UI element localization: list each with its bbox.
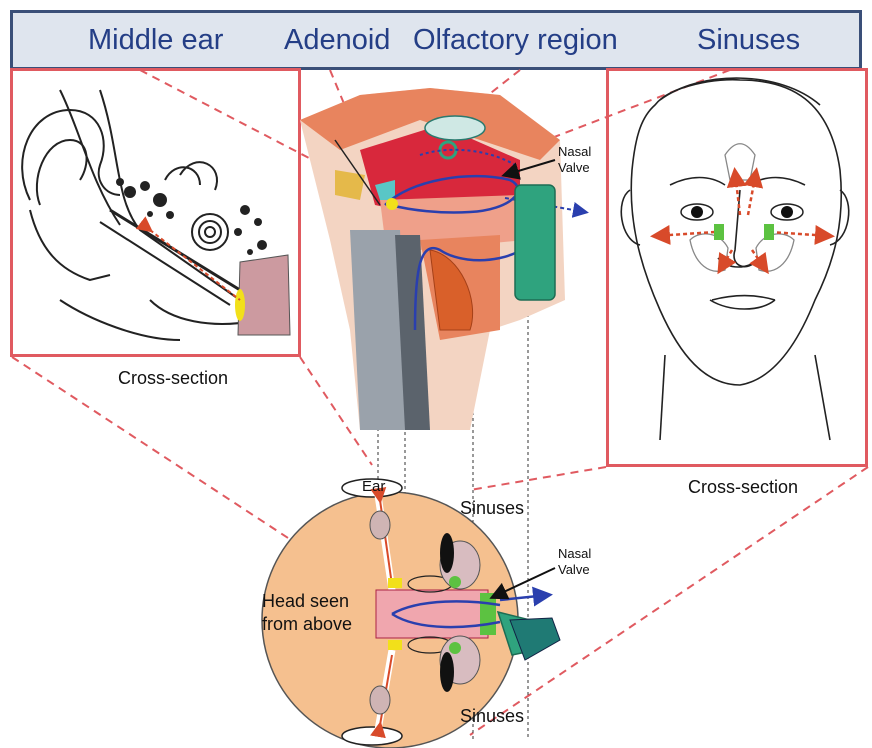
head-seen-from-above-label: Head seen from above: [262, 590, 352, 636]
sinus-outlines: [690, 144, 794, 272]
cross-section-label-left: Cross-section: [118, 368, 228, 389]
head-seen-line2: from above: [262, 613, 352, 636]
eye-top-view-upper: [440, 533, 454, 573]
adenoid-marker-upper: [388, 578, 402, 588]
sinus-ostium-upper: [449, 576, 461, 588]
middle-ear-sketch: [22, 90, 260, 340]
head-seen-line1: Head seen: [262, 590, 352, 613]
cross-section-label-right: Cross-section: [688, 477, 798, 498]
nasal-valve-bottom-line2: Valve: [558, 562, 591, 578]
nasal-valve-label-top: Nasal Valve: [558, 144, 591, 176]
nasal-valve-bottom-line1: Nasal: [558, 546, 591, 562]
mastoid-cells: [116, 178, 267, 255]
ear-bottom: [342, 727, 402, 745]
sinus-ostium-lower: [449, 642, 461, 654]
adenoid-marker-top: [386, 198, 398, 210]
sinuses-label-top: Sinuses: [460, 498, 524, 519]
nasal-valve-band: [480, 593, 496, 635]
nasal-valve-top-line2: Valve: [558, 160, 591, 176]
sinuses-label-bottom: Sinuses: [460, 706, 524, 727]
sinus-ostia-markers: [714, 224, 774, 240]
adenoid-marker-lower: [388, 640, 402, 650]
eye-top-view-lower: [440, 652, 454, 692]
eyes: [691, 206, 793, 218]
nasal-valve-label-bottom: Nasal Valve: [558, 546, 591, 578]
nasopharynx-tissue: [238, 255, 290, 335]
ear-label: Ear: [362, 478, 385, 495]
middle-ear-top-view-upper: [370, 511, 390, 539]
nasal-device-side: [515, 185, 555, 300]
middle-ear-top-view-lower: [370, 686, 390, 714]
face-sketch: [621, 78, 848, 440]
tube-opening-marker: [235, 289, 245, 321]
nasal-valve-top-line1: Nasal: [558, 144, 591, 160]
sinus-airflow: [655, 172, 830, 270]
